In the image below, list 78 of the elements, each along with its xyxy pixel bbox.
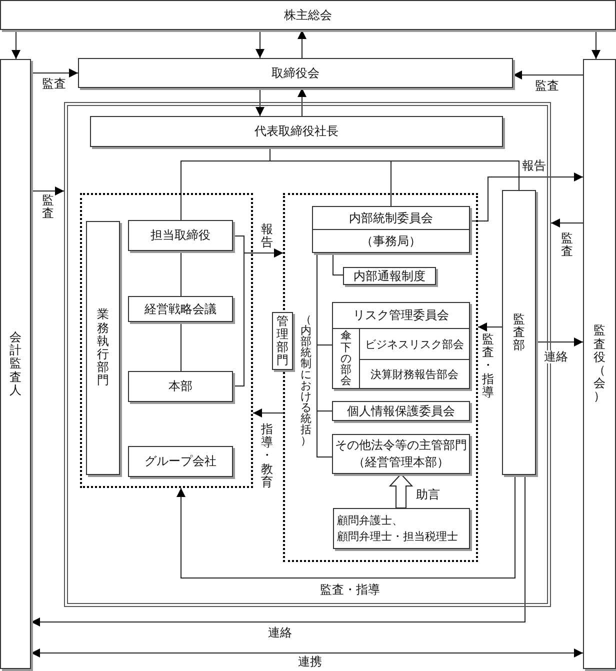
arrow: [256, 88, 264, 116]
org-box: [332, 401, 470, 421]
box-label: 決算財務報告部会: [370, 366, 458, 382]
arrow: [478, 322, 502, 332]
hollow-arrow: [388, 473, 414, 508]
box-label: 代表取締役社長: [254, 123, 338, 140]
box-label: 内部通報制度: [354, 268, 426, 284]
box-label: 業務執行部門: [97, 308, 109, 388]
box-label: リスク管理委員会: [353, 307, 449, 324]
connector-line: [332, 252, 344, 276]
vertical-box: [583, 59, 616, 669]
edge-label: 指導・教育: [261, 422, 273, 490]
arrow: [30, 68, 78, 78]
org-box: [128, 220, 233, 251]
arrow: [30, 186, 64, 196]
edge-label: 監査・指導: [482, 332, 494, 400]
arrow: [298, 88, 306, 116]
connector-line: [316, 252, 332, 458]
box-label: （事務局）: [361, 232, 421, 250]
connector-line: [270, 146, 520, 190]
arrow: [512, 70, 584, 80]
arrow: [12, 30, 20, 60]
org-box: [343, 267, 436, 285]
org-box: [90, 116, 503, 147]
arrow: [592, 30, 600, 60]
org-box: [128, 446, 233, 477]
arrow: [470, 172, 584, 222]
box-label: 管理部門: [276, 314, 288, 368]
arrow: [536, 338, 584, 346]
edge-label: 監査・指導: [320, 583, 380, 597]
org-box: [0, 0, 616, 30]
box-label: 本部: [168, 378, 192, 395]
connector-line: [180, 322, 182, 372]
arrow: [252, 408, 284, 418]
box-label: 個人情報保護委員会: [347, 402, 455, 420]
org-box: [333, 508, 470, 549]
edge-label: 監査: [42, 77, 66, 91]
edge-label: 助言: [416, 488, 440, 502]
box-label: グループ会社: [144, 453, 216, 470]
edge-label: 監査: [535, 79, 559, 93]
org-box: [128, 296, 233, 322]
box-label: 会計監査人: [10, 331, 22, 397]
box-label: 傘下の部会: [340, 330, 352, 387]
connector-line: [180, 250, 182, 296]
vertical-box: [0, 59, 31, 669]
vertical-box: [272, 312, 293, 370]
arrow: [30, 648, 584, 658]
edge-label: 連絡: [268, 626, 292, 640]
arrow: [298, 30, 306, 58]
edge-label: 報告: [261, 222, 273, 250]
org-box: [312, 206, 470, 253]
org-box: [332, 434, 470, 474]
org-box: [128, 371, 233, 402]
vertical-note: （内部統制における統括）: [300, 313, 312, 447]
arrow: [232, 248, 284, 386]
arrow: [550, 218, 584, 228]
box-label: 監査部: [513, 312, 525, 352]
arrow: [176, 474, 516, 578]
box-label: 取締役会: [272, 64, 320, 82]
box-label: 顧問弁護士、顧問弁理士・担当税理士: [337, 512, 459, 544]
box-label: その他法令等の主管部門: [334, 436, 468, 454]
box-label: ビジネスリスク部会: [365, 336, 464, 352]
box-label: 経営戦略会議: [144, 300, 216, 318]
arrow: [30, 474, 526, 626]
org-box: [332, 302, 470, 389]
box-label: 監査役（会）: [594, 324, 606, 404]
org-box: [78, 58, 513, 88]
edge-label: 連携: [298, 655, 322, 669]
box-label: （経営管理本部）: [352, 454, 450, 471]
box-label: 担当取締役: [150, 227, 210, 244]
arrow: [256, 30, 264, 58]
box-label: 株主総会: [284, 6, 332, 24]
edge-label: 報告: [522, 159, 546, 173]
edge-label: 連絡: [544, 350, 568, 364]
box-label: 内部統制委員会: [349, 210, 433, 226]
vertical-box: [502, 190, 536, 475]
dotted-group: [80, 193, 253, 488]
vertical-box: [86, 221, 120, 475]
